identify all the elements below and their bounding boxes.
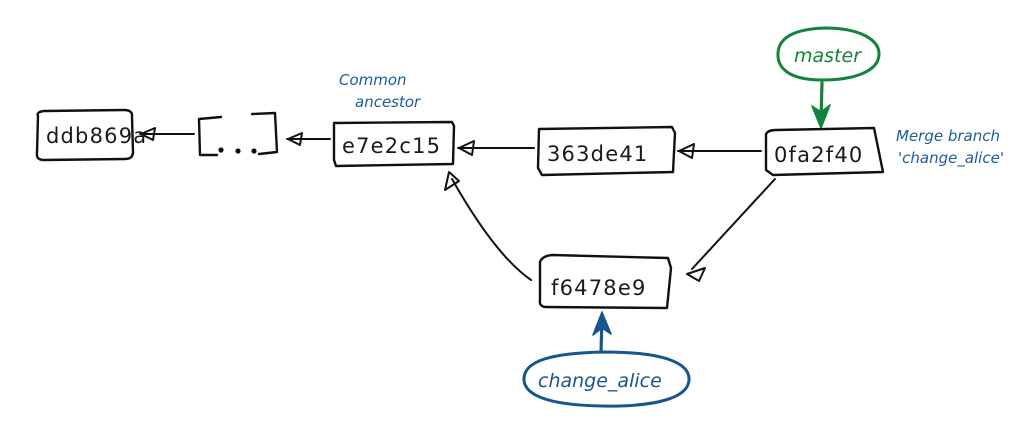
annotation-common-ancestor: Common ancestor [339,71,421,111]
commit-node-ddb869a[interactable]: ddb869a [35,108,147,162]
annotation-line-2: 'change_alice' [898,149,1004,168]
commit-node-0fa2f40[interactable]: 0fa2f40 [764,126,885,177]
branch-name-label: master [794,45,862,67]
edge-master-to-0fa2f40 [811,81,831,129]
edge-363de41-to-e7e2c15 [457,140,535,156]
commit-hash-label: 363de41 [547,142,648,166]
commit-node-ellipsis: [ ... ] [197,111,279,157]
commit-hash-label: f6478e9 [551,276,647,300]
annotation-line-1: Common [339,71,407,89]
edge-0fa2f40-to-f6478e9 [686,178,776,282]
commit-node-e7e2c15[interactable]: e7e2c15 [332,120,456,168]
edge-f6478e9-to-e7e2c15 [444,171,532,281]
annotation-merge-message: Merge branch 'change_alice' [896,127,1004,168]
commit-hash-label: ddb869a [46,124,147,148]
edge-e7e2c15-to-ellipsis [286,132,331,146]
edge-change-alice-to-f6478e9 [592,311,612,354]
edge-ellipsis-to-ddb869a [139,127,195,141]
edge-0fa2f40-to-363de41 [677,143,762,159]
commit-node-f6478e9[interactable]: f6478e9 [538,253,673,310]
commit-node-363de41[interactable]: 363de41 [536,125,677,177]
commit-hash-label: e7e2c15 [342,134,441,158]
annotation-line-1: Merge branch [896,127,1000,145]
commit-hash-label: 0fa2f40 [774,143,864,167]
branch-label-change-alice[interactable]: change_alice [522,350,691,408]
branch-label-master[interactable]: master [776,26,881,82]
branch-name-label: change_alice [538,370,662,392]
annotation-line-2: ancestor [355,93,421,111]
